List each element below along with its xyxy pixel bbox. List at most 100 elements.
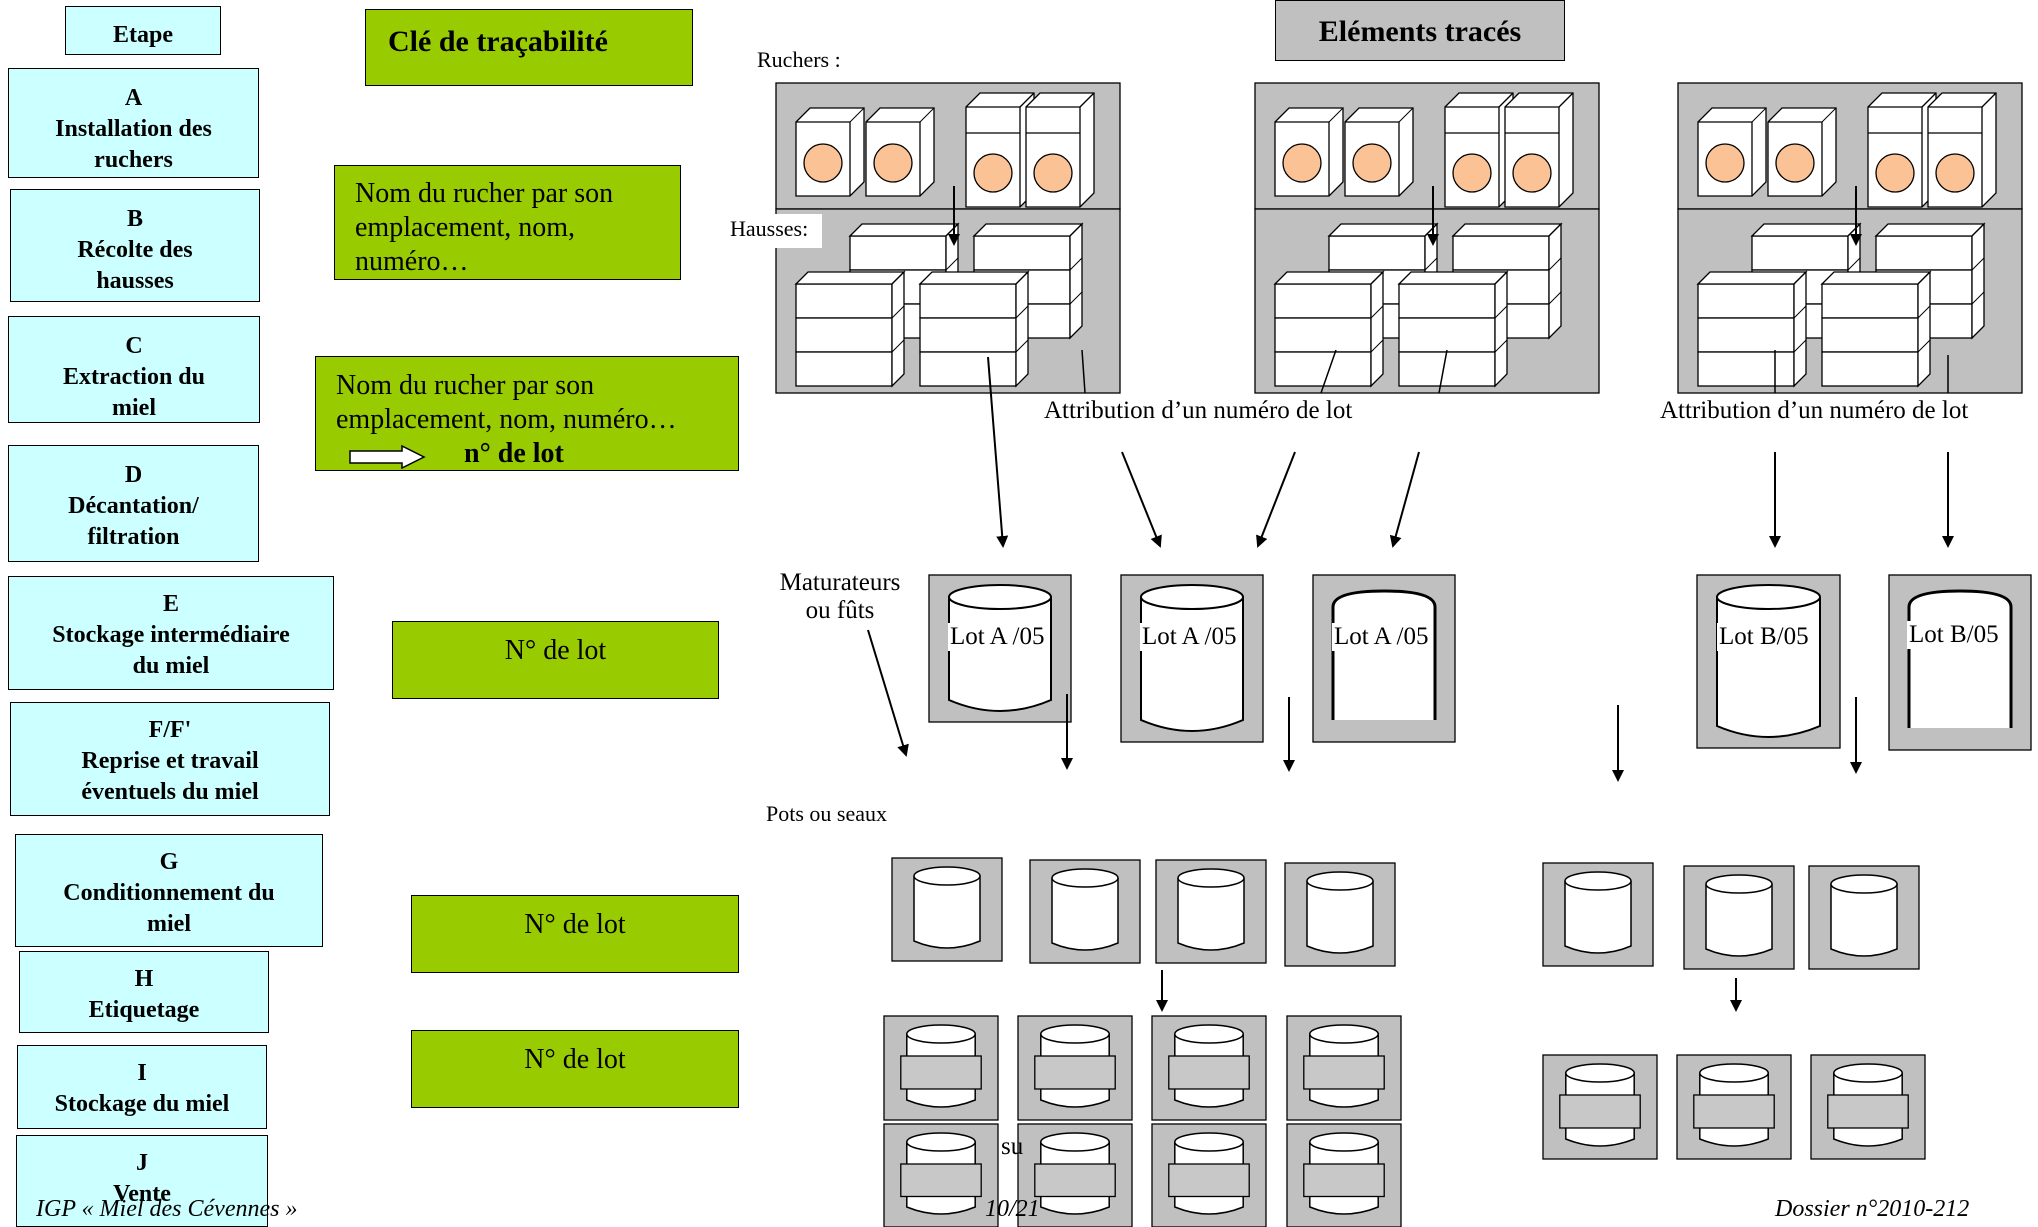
honey-super-stack bbox=[794, 270, 906, 388]
beehive bbox=[1927, 92, 1997, 208]
step-letter: A bbox=[124, 85, 143, 111]
key-box-4: N° de lot bbox=[411, 895, 739, 973]
step-letter: I bbox=[137, 1060, 147, 1086]
barrel-label: Lot B/05 bbox=[1717, 623, 1811, 651]
jar-label bbox=[1559, 1094, 1641, 1129]
step-b: B Récolte des hausses bbox=[10, 189, 260, 302]
step-letter: D bbox=[124, 462, 143, 488]
jar-lid bbox=[1309, 1132, 1379, 1152]
connector-line bbox=[1081, 349, 1086, 394]
honey-super-stack bbox=[1820, 270, 1932, 388]
pots-label: Pots ou seaux bbox=[766, 801, 887, 826]
step-a: A Installation des ruchers bbox=[8, 68, 259, 178]
step-j: J Vente bbox=[16, 1135, 268, 1227]
step-c: C Extraction du miel bbox=[8, 316, 260, 423]
barrel-label: Lot A /05 bbox=[1140, 623, 1239, 651]
barrel-top bbox=[1140, 584, 1244, 610]
step-label: éventuels du miel bbox=[81, 779, 259, 805]
jar-lid bbox=[1040, 1132, 1110, 1152]
jar bbox=[1306, 881, 1374, 954]
beehive bbox=[795, 107, 865, 197]
beehive bbox=[1767, 107, 1837, 197]
connector-line bbox=[1320, 349, 1337, 394]
beehive bbox=[1697, 107, 1767, 197]
hausses-label: Hausses: bbox=[728, 214, 823, 248]
connector-line bbox=[1438, 349, 1448, 394]
honey-super-stack bbox=[1397, 270, 1509, 388]
step-label: Extraction du bbox=[62, 364, 205, 390]
step-label: hausses bbox=[96, 268, 174, 294]
jar-lid bbox=[1306, 871, 1374, 891]
key-box-1: Nom du rucher par son emplacement, nom, … bbox=[334, 165, 681, 280]
beehive bbox=[1867, 92, 1937, 208]
beehive bbox=[1344, 107, 1414, 197]
barrel-label: Lot A /05 bbox=[1332, 623, 1431, 651]
jar-label bbox=[1693, 1094, 1775, 1129]
step-label: ruchers bbox=[94, 147, 173, 173]
barrel-top bbox=[948, 584, 1052, 610]
step-label: Récolte des bbox=[77, 237, 193, 263]
jar-label bbox=[1168, 1163, 1250, 1198]
key-header: Clé de traçabilité bbox=[365, 9, 693, 86]
attribution-label-1: Attribution d’un numéro de lot bbox=[1044, 397, 1353, 425]
flow-arrow bbox=[1256, 451, 1296, 548]
jar bbox=[1705, 884, 1773, 957]
key-lot: n° de lot bbox=[464, 438, 564, 469]
key-line: Nom du rucher par son bbox=[355, 178, 614, 209]
step-letter: B bbox=[126, 206, 143, 232]
step-letter: C bbox=[125, 333, 143, 359]
step-g: G Conditionnement du miel bbox=[15, 834, 323, 947]
jar-lid bbox=[1177, 868, 1245, 888]
key-line: numéro… bbox=[355, 246, 469, 277]
footer-right: Dossier n°2010-212 bbox=[1775, 1196, 1970, 1222]
jar-lid bbox=[906, 1024, 976, 1044]
footer-left: IGP « Miel des Cévennes » bbox=[36, 1196, 298, 1222]
step-label: Stockage intermédiaire bbox=[52, 622, 290, 648]
key-box-3: N° de lot bbox=[392, 621, 719, 699]
jar bbox=[913, 876, 981, 949]
flow-arrow bbox=[1121, 451, 1162, 548]
step-letter: H bbox=[134, 966, 154, 992]
jar bbox=[1830, 884, 1898, 957]
step-label: Vente bbox=[113, 1181, 171, 1207]
key-line: Nom du rucher par son bbox=[336, 370, 595, 401]
barrel-top bbox=[1716, 584, 1821, 610]
jar-lid bbox=[913, 866, 981, 886]
step-e: E Stockage intermédiaire du miel bbox=[8, 576, 334, 690]
beehive bbox=[1504, 92, 1574, 208]
step-d: D Décantation/ filtration bbox=[8, 445, 259, 562]
jar-lid bbox=[1699, 1063, 1769, 1083]
step-label: miel bbox=[112, 395, 156, 421]
jar-lid bbox=[1833, 1063, 1903, 1083]
beehive bbox=[965, 92, 1035, 208]
jar-lid bbox=[1174, 1132, 1244, 1152]
step-letter: F/F' bbox=[148, 717, 192, 743]
jar-lid bbox=[1705, 874, 1773, 894]
barrel-label: Lot B/05 bbox=[1907, 621, 2001, 649]
traced-header: Eléments tracés bbox=[1275, 0, 1565, 61]
honey-super-stack bbox=[918, 270, 1030, 388]
step-label: du miel bbox=[132, 653, 210, 679]
step-f: F/F' Reprise et travail éventuels du mie… bbox=[10, 702, 330, 816]
key-line: emplacement, nom, bbox=[355, 212, 576, 243]
barrel-label: Lot A /05 bbox=[948, 623, 1047, 651]
jar-lid bbox=[1309, 1024, 1379, 1044]
maturateurs-label: Maturateurs ou fûts bbox=[779, 569, 901, 624]
flow-arrow bbox=[867, 629, 909, 757]
flow-arrow bbox=[987, 356, 1009, 548]
jar-lid bbox=[1564, 871, 1632, 891]
jar-label bbox=[1827, 1094, 1909, 1129]
beehive bbox=[865, 107, 935, 197]
step-label: Etiquetage bbox=[88, 997, 200, 1023]
step-label: Stockage du miel bbox=[54, 1091, 230, 1117]
jar-label bbox=[900, 1163, 982, 1198]
step-label: filtration bbox=[87, 524, 180, 550]
barrel bbox=[948, 597, 1052, 712]
honey-super-stack bbox=[1273, 270, 1385, 388]
jar-lid bbox=[1565, 1063, 1635, 1083]
barrel bbox=[1331, 589, 1437, 720]
jar bbox=[1564, 881, 1632, 954]
barrel bbox=[1716, 597, 1821, 738]
beehive bbox=[1444, 92, 1514, 208]
beehive bbox=[1274, 107, 1344, 197]
